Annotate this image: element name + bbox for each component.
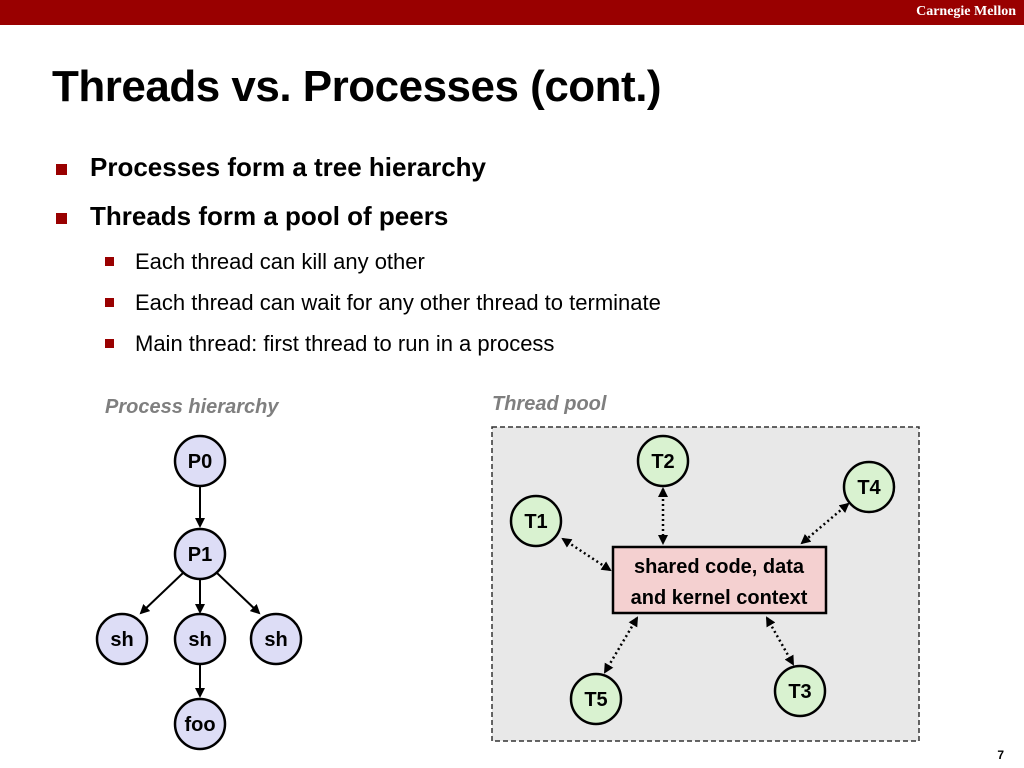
process-hierarchy-caption: Process hierarchy <box>105 396 279 418</box>
shared-box-line1: shared code, data <box>634 556 805 578</box>
thread-pool-edges <box>561 487 850 674</box>
node-p1: P1 <box>173 527 227 581</box>
shared-context-box: shared code, data and kernel context <box>611 545 828 615</box>
node-sh-left-label: sh <box>110 629 133 651</box>
node-sh-right-label: sh <box>264 629 287 651</box>
node-t1: T1 <box>509 494 563 548</box>
node-t2-label: T2 <box>651 451 674 473</box>
node-t2: T2 <box>636 434 690 488</box>
bullet-marker <box>56 213 67 224</box>
process-hierarchy-edges <box>139 486 261 698</box>
node-sh-right: sh <box>249 612 303 666</box>
node-p0-label: P0 <box>188 451 212 473</box>
edge-t3-shared <box>765 616 795 666</box>
node-t5-label: T5 <box>584 689 607 711</box>
sub-bullet-marker <box>105 257 114 266</box>
page-number: 7 <box>997 748 1004 762</box>
bullet-marker <box>56 164 67 175</box>
node-sh-left: sh <box>95 612 149 666</box>
sub-bullet-main-thread: Main thread: first thread to run in a pr… <box>135 331 555 356</box>
node-t4: T4 <box>842 460 896 514</box>
slide-title: Threads vs. Processes (cont.) <box>52 62 662 111</box>
node-t3-label: T3 <box>788 681 811 703</box>
edge-t1-shared <box>561 537 612 572</box>
node-foo: foo <box>173 697 227 751</box>
node-t3: T3 <box>773 664 827 718</box>
node-t1-label: T1 <box>524 511 547 533</box>
edge-t5-shared <box>603 616 639 674</box>
thread-pool-caption: Thread pool <box>492 393 607 415</box>
edge-p1-sh-left <box>139 572 184 615</box>
node-t4-label: T4 <box>857 477 881 499</box>
edge-p1-sh-right <box>216 572 261 615</box>
node-p1-label: P1 <box>188 544 212 566</box>
node-p0: P0 <box>173 434 227 488</box>
shared-box-line2: and kernel context <box>631 587 808 609</box>
node-sh-mid-label: sh <box>188 629 211 651</box>
node-t5: T5 <box>569 672 623 726</box>
top-bar: Carnegie Mellon <box>0 0 1024 25</box>
bullet-processes: Processes form a tree hierarchy <box>90 152 486 182</box>
sub-bullet-kill: Each thread can kill any other <box>135 249 425 274</box>
edge-t4-shared <box>800 502 850 545</box>
sub-bullet-wait: Each thread can wait for any other threa… <box>135 290 661 315</box>
sub-bullet-marker <box>105 339 114 348</box>
brand-label: Carnegie Mellon <box>916 4 1016 19</box>
sub-bullet-marker <box>105 298 114 307</box>
bullet-threads: Threads form a pool of peers <box>90 201 449 231</box>
node-sh-mid: sh <box>173 612 227 666</box>
node-foo-label: foo <box>184 714 215 736</box>
